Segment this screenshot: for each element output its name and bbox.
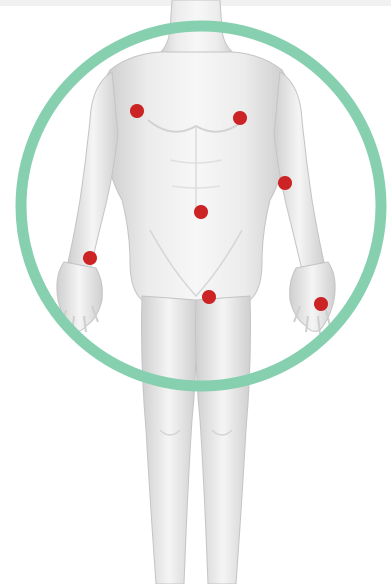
right-arm — [57, 72, 118, 334]
marker-right-shoulder[interactable] — [130, 104, 144, 118]
left-leg — [196, 296, 251, 584]
torso — [100, 52, 292, 300]
marker-left-forearm[interactable] — [278, 176, 292, 190]
marker-left-hand[interactable] — [314, 297, 328, 311]
marker-left-chest[interactable] — [233, 111, 247, 125]
right-leg — [142, 296, 197, 584]
marker-groin[interactable] — [202, 290, 216, 304]
marker-right-wrist[interactable] — [83, 251, 97, 265]
marker-navel[interactable] — [194, 205, 208, 219]
left-arm — [274, 72, 335, 334]
